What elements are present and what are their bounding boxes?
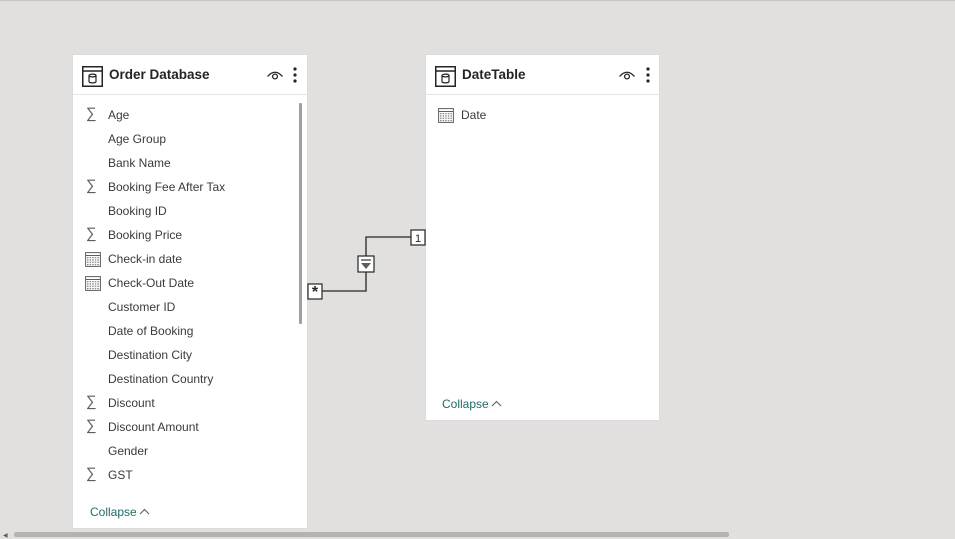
vertical-scrollbar-thumb[interactable]	[299, 103, 302, 324]
field-row[interactable]: Date	[426, 103, 647, 127]
table-card-header[interactable]: DateTable	[426, 55, 659, 95]
field-row[interactable]: ∑ Discount	[73, 391, 295, 415]
field-row[interactable]: Destination City	[73, 343, 295, 367]
chevron-up-icon	[491, 400, 502, 407]
field-label: Age Group	[108, 132, 167, 146]
more-options-icon[interactable]	[292, 66, 298, 84]
field-row[interactable]: Customer ID	[73, 295, 295, 319]
field-row[interactable]: Bank Name	[73, 151, 295, 175]
table-card-datetable[interactable]: DateTable Date Collapse	[426, 55, 659, 420]
relationship-line[interactable]	[322, 236, 411, 292]
collapse-button[interactable]: Collapse	[442, 397, 502, 411]
one-cardinality-label: 1	[415, 233, 421, 245]
table-card-header[interactable]: Order Database	[73, 55, 307, 95]
many-cardinality-label: *	[312, 284, 319, 301]
field-row[interactable]: ∑ GST	[73, 463, 295, 487]
field-label: Date	[461, 108, 487, 122]
table-icon	[435, 66, 456, 87]
sigma-icon: ∑	[86, 177, 97, 194]
field-label: Booking Fee After Tax	[108, 180, 226, 194]
field-label: Check-Out Date	[108, 276, 195, 290]
field-list: Date	[426, 103, 647, 151]
sigma-icon: ∑	[86, 417, 97, 434]
field-label: Booking ID	[108, 204, 167, 218]
collapse-button[interactable]: Collapse	[90, 505, 150, 519]
table-title: Order Database	[109, 67, 210, 82]
field-label: Discount	[108, 396, 155, 410]
field-row[interactable]: Age Group	[73, 127, 295, 151]
field-label: Destination City	[108, 348, 193, 362]
calendar-icon	[85, 252, 101, 267]
field-label: Customer ID	[108, 300, 176, 314]
calendar-icon	[438, 108, 454, 123]
field-row[interactable]: Check-in date	[73, 247, 295, 271]
eye-icon[interactable]	[618, 68, 636, 82]
field-label: Destination Country	[108, 372, 214, 386]
field-row[interactable]: Date of Booking	[73, 319, 295, 343]
one-cardinality-marker: 1	[410, 229, 426, 246]
more-options-icon[interactable]	[645, 66, 651, 84]
field-label: Check-in date	[108, 252, 183, 266]
sigma-icon: ∑	[86, 105, 97, 122]
field-row[interactable]: Gender	[73, 439, 295, 463]
field-label: Gender	[108, 444, 149, 458]
field-label: GST	[108, 468, 133, 482]
field-row[interactable]: ∑ Age	[73, 103, 295, 127]
table-title: DateTable	[462, 67, 526, 82]
field-label: Age	[108, 108, 130, 122]
sigma-icon: ∑	[86, 393, 97, 410]
chevron-up-icon	[139, 508, 150, 515]
eye-icon[interactable]	[266, 68, 284, 82]
sigma-icon: ∑	[86, 465, 97, 482]
field-row[interactable]: ∑ Booking Fee After Tax	[73, 175, 295, 199]
field-row[interactable]: Booking ID	[73, 199, 295, 223]
calendar-icon	[85, 276, 101, 291]
many-cardinality-marker: *	[307, 283, 323, 301]
canvas-top-border	[0, 0, 955, 1]
horizontal-scrollbar-thumb[interactable]	[14, 532, 729, 537]
collapse-label: Collapse	[442, 397, 489, 411]
field-label: Discount Amount	[108, 420, 199, 434]
scroll-left-arrow-icon[interactable]: ◀	[3, 533, 8, 539]
collapse-label: Collapse	[90, 505, 137, 519]
filter-direction-icon	[357, 255, 375, 273]
table-icon	[82, 66, 103, 87]
field-row[interactable]: Destination Country	[73, 367, 295, 391]
field-row[interactable]: Check-Out Date	[73, 271, 295, 295]
field-row[interactable]: ∑ Booking Price	[73, 223, 295, 247]
field-label: Bank Name	[108, 156, 171, 170]
field-row[interactable]: ∑ Discount Amount	[73, 415, 295, 439]
field-label: Date of Booking	[108, 324, 194, 338]
sigma-icon: ∑	[86, 225, 97, 242]
field-label: Booking Price	[108, 228, 183, 242]
